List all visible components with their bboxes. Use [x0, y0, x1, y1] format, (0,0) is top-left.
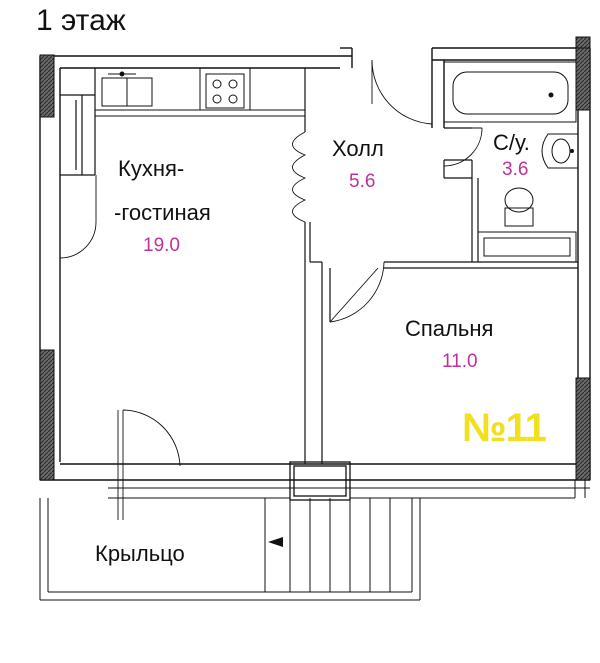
exterior-walls: [39, 47, 591, 481]
window-panels: [39, 36, 591, 481]
bathroom-name: С/у.: [493, 130, 530, 155]
toilet-icon: [504, 187, 534, 227]
washbasin-icon: [541, 133, 579, 169]
kitchen-name-line2: -гостиная: [114, 200, 211, 225]
door-swings: [59, 59, 483, 520]
apartment-number: №11: [462, 406, 547, 450]
bathroom-area: 3.6: [502, 159, 529, 180]
floor-label: 1 этаж: [36, 4, 126, 37]
stairs-direction-arrow-icon: [268, 537, 283, 547]
terrace-door: [289, 461, 351, 501]
bath-cabinet: [477, 231, 577, 263]
kitchen-name-line1: Кухня-: [118, 156, 185, 181]
porch-stairs: [264, 498, 391, 592]
sink-icon: [101, 71, 153, 107]
stove-icon: [205, 73, 245, 109]
bedroom-area: 11.0: [442, 351, 478, 372]
interior-walls: [60, 68, 578, 464]
bathtub-icon: [443, 61, 577, 123]
hall-name: Холл: [332, 136, 384, 161]
bedroom-name: Спальня: [405, 316, 494, 341]
kitchen-counter: [94, 67, 306, 117]
kitchen-area: 19.0: [143, 235, 180, 256]
hall-area: 5.6: [349, 171, 376, 192]
porch-name: Крыльцо: [95, 541, 185, 566]
porch-structure: [39, 480, 590, 601]
